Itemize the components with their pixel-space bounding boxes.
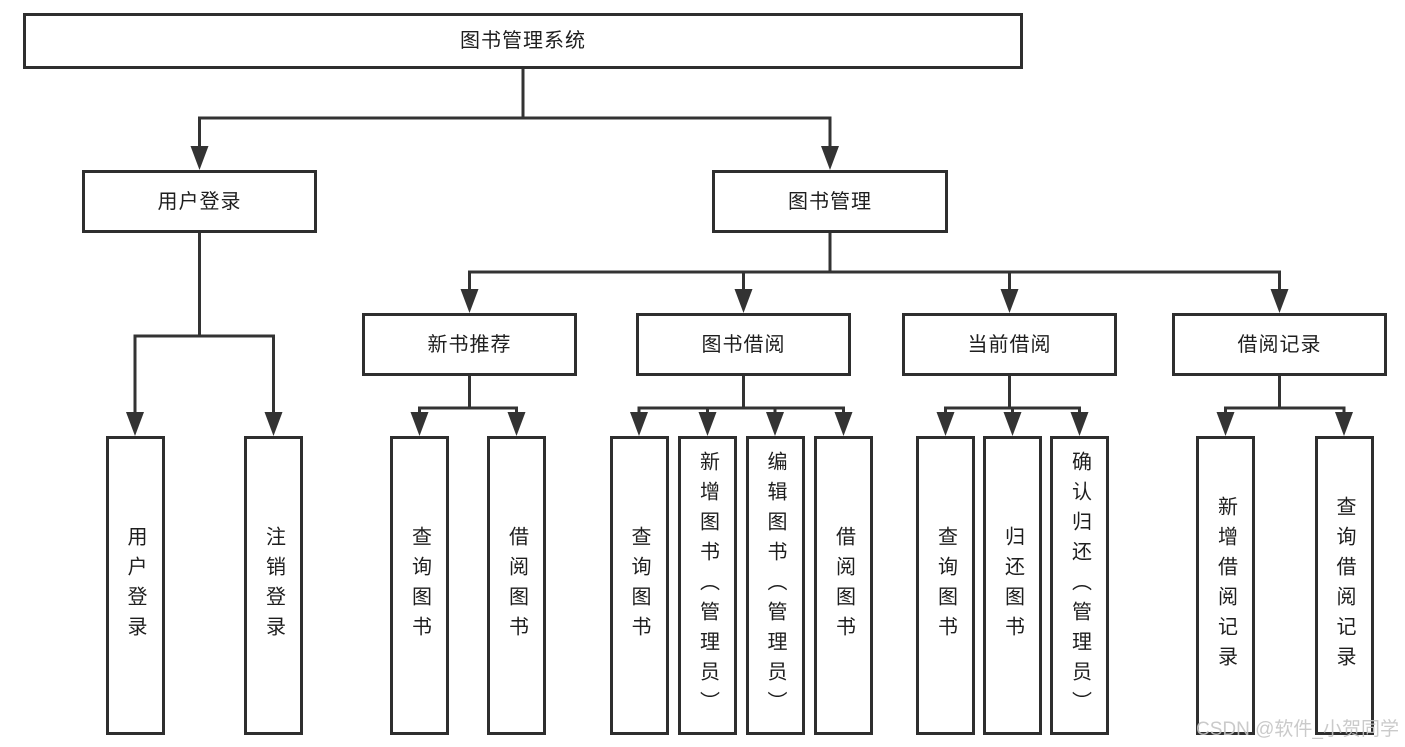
leaf-current-return-books-label: 归还图书	[1001, 525, 1024, 646]
node-library-system-label: 图书管理系统	[460, 30, 586, 52]
leaf-newbook-borrow-books-label: 借阅图书	[505, 525, 528, 646]
arrowheads	[126, 146, 1353, 436]
node-new-book-recommend-label: 新书推荐	[427, 333, 512, 356]
node-borrow-records-label: 借阅记录	[1237, 333, 1322, 356]
leaf-current-query-books-label: 查询图书	[934, 525, 957, 646]
leaf-records-query-record-label: 查询借阅记录	[1333, 495, 1355, 676]
leaf-borrow-borrow-books: 借阅图书	[814, 436, 873, 735]
leaf-borrow-query-books-label: 查询图书	[628, 525, 650, 646]
node-book-borrow-label: 图书借阅	[701, 333, 786, 356]
leaf-records-query-record: 查询借阅记录	[1314, 436, 1374, 735]
leaf-current-return-books: 归还图书	[983, 436, 1042, 735]
leaf-newbook-query-books-label: 查询图书	[408, 525, 431, 646]
leaf-logout-label: 注销登录	[262, 525, 285, 646]
leaf-current-query-books: 查询图书	[916, 436, 975, 735]
leaf-borrow-add-books-label: 新增图书（管理员）	[696, 450, 719, 721]
node-book-borrow: 图书借阅	[636, 313, 851, 376]
csdn-watermark: CSDN @软件_小贺同学	[1196, 719, 1399, 740]
leaf-logout: 注销登录	[244, 436, 303, 735]
node-library-system: 图书管理系统	[23, 13, 1023, 69]
leaf-borrow-edit-books: 编辑图书（管理员）	[745, 436, 805, 735]
leaf-borrow-borrow-books-label: 借阅图书	[832, 525, 855, 646]
leaf-records-add-record-label: 新增借阅记录	[1214, 495, 1237, 676]
leaf-current-confirm-return-label: 确认归还（管理员）	[1068, 450, 1091, 721]
leaf-newbook-query-books: 查询图书	[390, 436, 449, 735]
leaf-borrow-edit-books-label: 编辑图书（管理员）	[764, 450, 786, 721]
node-current-borrow-label: 当前借阅	[967, 333, 1052, 356]
node-user-login: 用户登录	[82, 170, 317, 233]
node-current-borrow: 当前借阅	[902, 313, 1117, 376]
leaf-user-login: 用户登录	[105, 436, 165, 735]
node-new-book-recommend: 新书推荐	[362, 313, 577, 376]
node-book-management-label: 图书管理	[788, 190, 872, 213]
leaf-borrow-add-books: 新增图书（管理员）	[678, 436, 737, 735]
leaf-records-add-record: 新增借阅记录	[1196, 436, 1255, 735]
leaf-current-confirm-return: 确认归还（管理员）	[1050, 436, 1109, 735]
leaf-borrow-query-books: 查询图书	[609, 436, 669, 735]
node-borrow-records: 借阅记录	[1172, 313, 1387, 376]
leaf-user-login-label: 用户登录	[124, 525, 146, 646]
leaf-newbook-borrow-books: 借阅图书	[487, 436, 546, 735]
node-user-login-label: 用户登录	[157, 190, 242, 213]
node-book-management: 图书管理	[712, 170, 948, 233]
